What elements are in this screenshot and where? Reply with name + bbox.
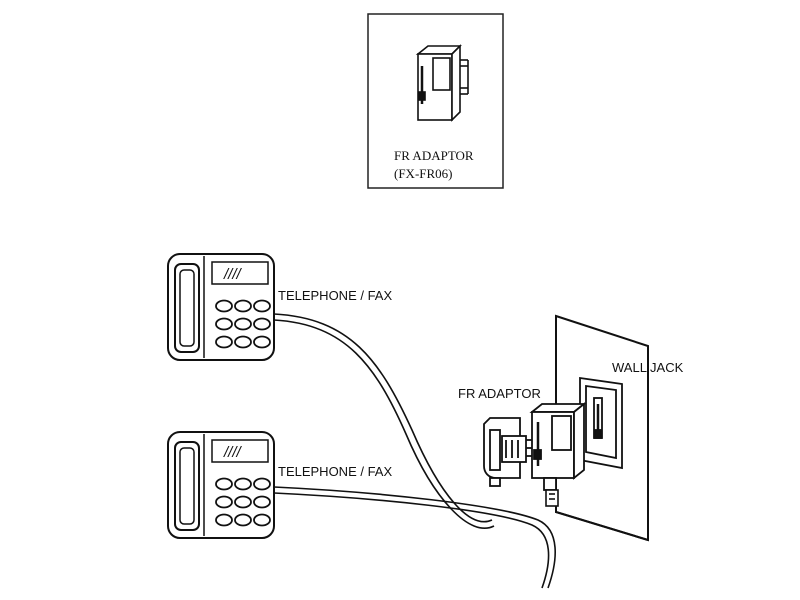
- fr-adaptor-plugged-icon: [529, 402, 587, 491]
- telephone-top-icon: ////: [167, 253, 275, 361]
- phone-display-marks-bottom: ////: [223, 444, 243, 461]
- phone-display-marks-top: ////: [223, 266, 243, 283]
- inset-label: FR ADAPTOR: [394, 148, 474, 163]
- inset-model: (FX-FR06): [394, 166, 453, 181]
- fr-adaptor-label: FR ADAPTOR: [458, 386, 541, 401]
- telephone-top-label: TELEPHONE / FAX: [278, 288, 392, 303]
- cord-bottom: [273, 486, 556, 589]
- cord-top: [273, 313, 495, 529]
- inset-box: FR ADAPTOR (FX-FR06): [367, 13, 504, 189]
- fr-adaptor-inset-icon: [415, 44, 469, 122]
- telephone-bottom-label: TELEPHONE / FAX: [278, 464, 392, 479]
- wall-jack-label: WALL JACK: [612, 360, 684, 375]
- fr-adaptor-loose-icon: [483, 417, 532, 487]
- telephone-bottom-icon: ////: [167, 431, 275, 539]
- wall-jack-icon: [579, 376, 623, 470]
- rj11-plug-icon: [545, 489, 559, 507]
